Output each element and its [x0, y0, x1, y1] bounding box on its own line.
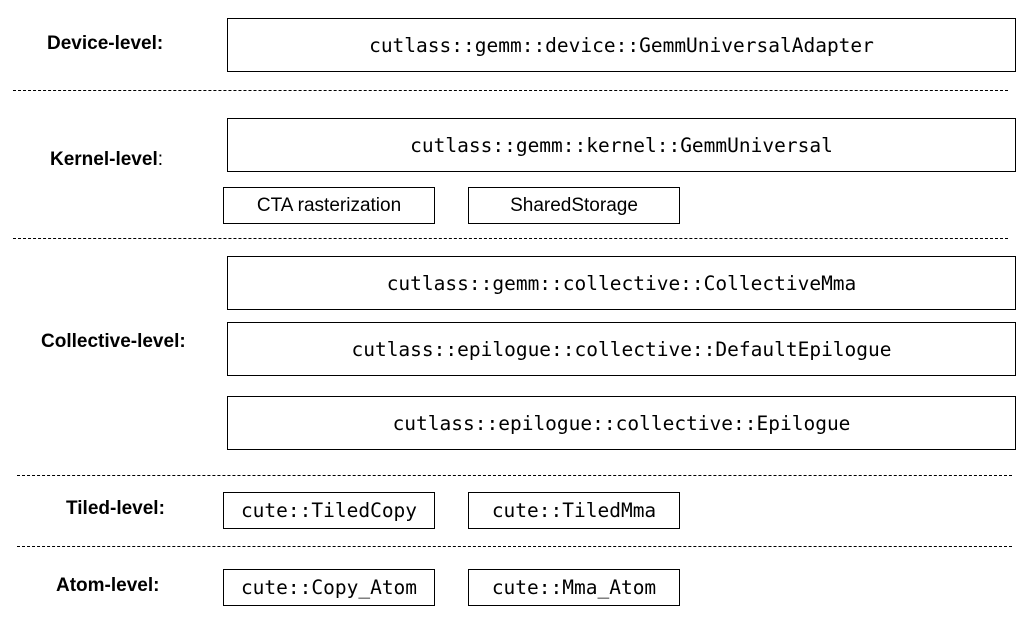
collective-tiled-divider — [17, 475, 1012, 476]
kernel-level-text: Kernel-level — [50, 149, 158, 170]
collective-level-label: Collective-level: — [41, 332, 186, 351]
collective-level-text: Collective-level: — [41, 331, 186, 352]
device-kernel-divider — [13, 90, 1008, 91]
cta-rasterization-box: CTA rasterization — [223, 187, 435, 224]
mma-atom-box: cute::Mma_Atom — [468, 569, 680, 606]
epilogue-box: cutlass::epilogue::collective::Epilogue — [227, 396, 1016, 450]
kernel-collective-divider — [13, 238, 1008, 239]
collective-mma-label: cutlass::gemm::collective::CollectiveMma — [386, 271, 857, 295]
atom-level-label: Atom-level: — [56, 576, 159, 595]
tiled-copy-box: cute::TiledCopy — [223, 492, 435, 529]
copy-atom-box: cute::Copy_Atom — [223, 569, 435, 606]
tiled-copy-label: cute::TiledCopy — [240, 499, 418, 522]
epilogue-label: cutlass::epilogue::collective::Epilogue — [392, 411, 851, 435]
kernel-level-colon: : — [157, 149, 164, 170]
device-level-text: Device-level: — [47, 33, 164, 54]
gemm-universal-box: cutlass::gemm::kernel::GemmUniversal — [227, 118, 1016, 172]
tiled-atom-divider — [17, 546, 1012, 547]
atom-level-text: Atom-level: — [56, 575, 160, 596]
device-level-label: Device-level: — [47, 34, 163, 53]
tiled-level-text: Tiled-level: — [66, 498, 165, 519]
cta-rasterization-label: CTA rasterization — [256, 194, 402, 216]
shared-storage-box: SharedStorage — [468, 187, 680, 224]
kernel-level-label: Kernel-level: — [50, 150, 163, 169]
copy-atom-label: cute::Copy_Atom — [240, 576, 418, 599]
tiled-level-label: Tiled-level: — [66, 499, 165, 518]
tiled-mma-label: cute::TiledMma — [491, 499, 657, 522]
shared-storage-label: SharedStorage — [510, 194, 638, 216]
tiled-mma-box: cute::TiledMma — [468, 492, 680, 529]
default-epilogue-label: cutlass::epilogue::collective::DefaultEp… — [351, 337, 892, 361]
gemm-universal-label: cutlass::gemm::kernel::GemmUniversal — [410, 133, 833, 157]
collective-mma-box: cutlass::gemm::collective::CollectiveMma — [227, 256, 1016, 310]
mma-atom-label: cute::Mma_Atom — [491, 576, 657, 599]
gemm-universal-adapter-box: cutlass::gemm::device::GemmUniversalAdap… — [227, 18, 1016, 72]
default-epilogue-box: cutlass::epilogue::collective::DefaultEp… — [227, 322, 1016, 376]
gemm-universal-adapter-label: cutlass::gemm::device::GemmUniversalAdap… — [369, 33, 874, 57]
